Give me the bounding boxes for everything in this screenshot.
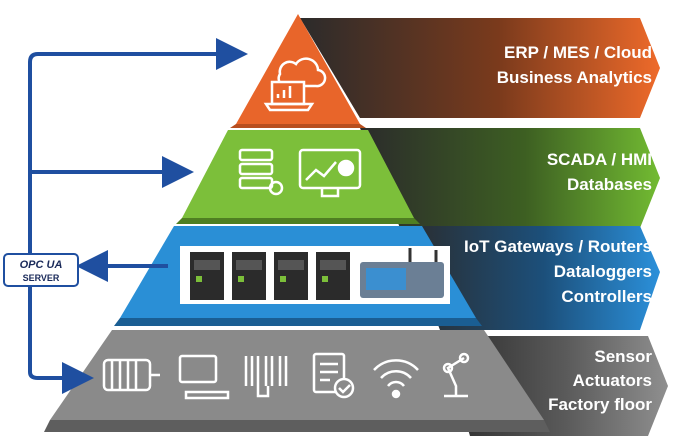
connector-vertical xyxy=(28,38,248,254)
opc-logo-text: OPC UA xyxy=(20,259,63,271)
database-settings-icon xyxy=(238,148,284,196)
gateway-devices xyxy=(180,246,450,304)
device-module-icon xyxy=(190,252,224,300)
label-gateway-line3: Controllers xyxy=(561,287,652,306)
wifi-icon xyxy=(373,359,419,399)
label-cloud-line2: Business Analytics xyxy=(497,68,652,87)
robot-arm-icon xyxy=(442,352,470,398)
opc-connectors xyxy=(28,38,248,394)
layer-cloud-shade xyxy=(230,124,366,128)
layer-field-shade xyxy=(44,420,550,432)
monitor-chart-icon xyxy=(298,148,362,198)
computer-terminal-icon xyxy=(178,354,230,400)
layer-cloud xyxy=(236,14,360,124)
label-cloud-line1: ERP / MES / Cloud xyxy=(504,43,652,62)
gateway-router-icon xyxy=(360,248,444,298)
label-gateway-line1: IoT Gateways / Routers xyxy=(464,237,652,256)
layer-scada-shade xyxy=(176,218,420,224)
band-scada xyxy=(360,128,660,228)
layer-field xyxy=(50,330,544,420)
label-field-line2: Actuators xyxy=(573,371,652,390)
connector-to-field xyxy=(28,284,94,394)
cloud-analytics-icon xyxy=(263,57,327,112)
layer-labels: ERP / MES / Cloud Business Analytics SCA… xyxy=(464,43,652,414)
device-module-icon xyxy=(274,252,308,300)
opc-server-label: SERVER xyxy=(23,273,60,283)
layer-gateway-shade xyxy=(114,318,482,326)
label-scada-line1: SCADA / HMI xyxy=(547,150,652,169)
barcode-scanner-icon xyxy=(244,356,288,398)
checklist-icon xyxy=(312,352,355,399)
label-gateway-line2: Dataloggers xyxy=(554,262,652,281)
device-module-icon xyxy=(316,252,350,300)
motor-icon xyxy=(102,358,160,392)
field-icons xyxy=(102,352,470,400)
device-module-icon xyxy=(232,252,266,300)
label-scada-line2: Databases xyxy=(567,175,652,194)
label-field-line1: Sensor xyxy=(594,347,652,366)
opc-ua-server-badge: OPC UA SERVER xyxy=(3,253,79,287)
band-cloud xyxy=(300,18,660,118)
label-field-line3: Factory floor xyxy=(548,395,652,414)
